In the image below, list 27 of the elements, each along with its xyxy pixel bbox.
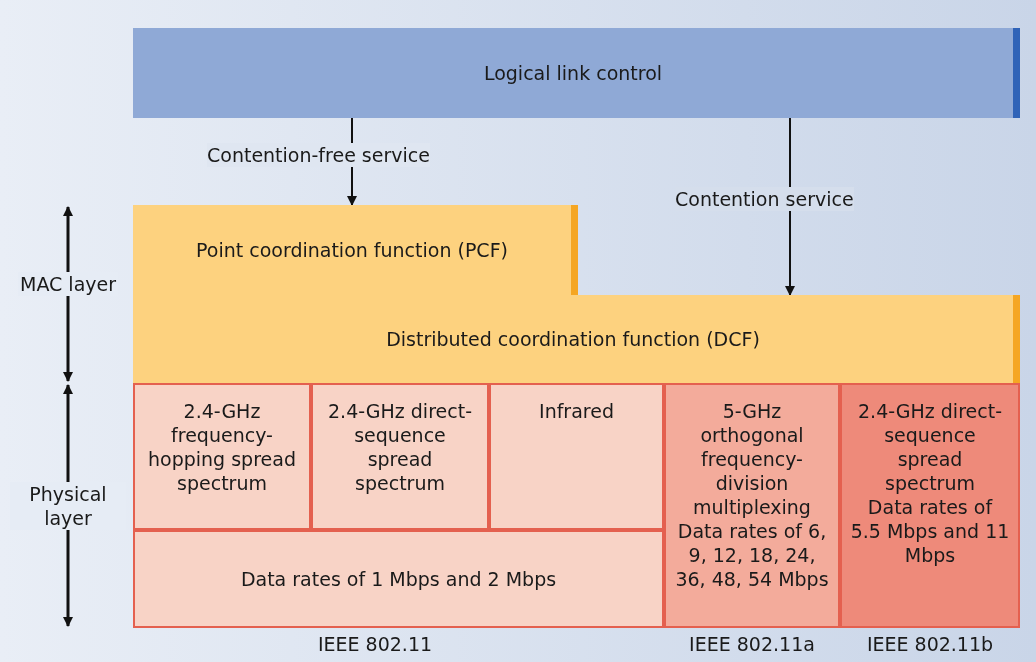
- cell-text: Logical link control: [483, 61, 663, 85]
- physical-layer-cell: [840, 383, 1020, 628]
- arrow: [785, 117, 795, 296]
- physical-layer-cell: [133, 383, 311, 530]
- cell-text: 5-GHz orthogonal frequency-division multiplexing: [692, 399, 812, 519]
- physical-layer-cell: [311, 383, 489, 530]
- standard-label: IEEE 802.11: [316, 632, 434, 656]
- function-box: [133, 295, 1020, 383]
- cell-text: 2.4-GHz frequency-hopping spread spectrum: [147, 399, 297, 495]
- layer-label: MAC layer: [18, 272, 118, 296]
- physical-layer-cell: [664, 383, 840, 628]
- edge-label: Contention-free service: [207, 143, 430, 167]
- cell-text: Point coordination function (PCF): [196, 238, 508, 262]
- physical-layer-cell: [133, 530, 664, 628]
- physical-layer-cell: [489, 383, 664, 530]
- edge-label: Contention service: [675, 187, 854, 211]
- cell-text: Infrared: [539, 399, 614, 423]
- cell-text: Data rates of 5.5 Mbps and 11 Mbps: [850, 495, 1010, 567]
- cell-text: Distributed coordination function (DCF): [386, 327, 760, 351]
- function-box: [133, 205, 578, 295]
- cell-text: 2.4-GHz direct-sequence spread spectrum: [327, 399, 473, 495]
- standard-label: IEEE 802.11a: [688, 632, 816, 656]
- cell-text: Data rates of 6, 9, 12, 18, 24, 36, 48, 54 Mbps: [674, 519, 830, 591]
- cell-text: 2.4-GHz direct-sequence spread spectrum: [857, 399, 1003, 495]
- control-layer-box: [133, 28, 1020, 118]
- cell-text: Data rates of 1 Mbps and 2 Mbps: [240, 567, 557, 591]
- standard-label: IEEE 802.11b: [865, 632, 995, 656]
